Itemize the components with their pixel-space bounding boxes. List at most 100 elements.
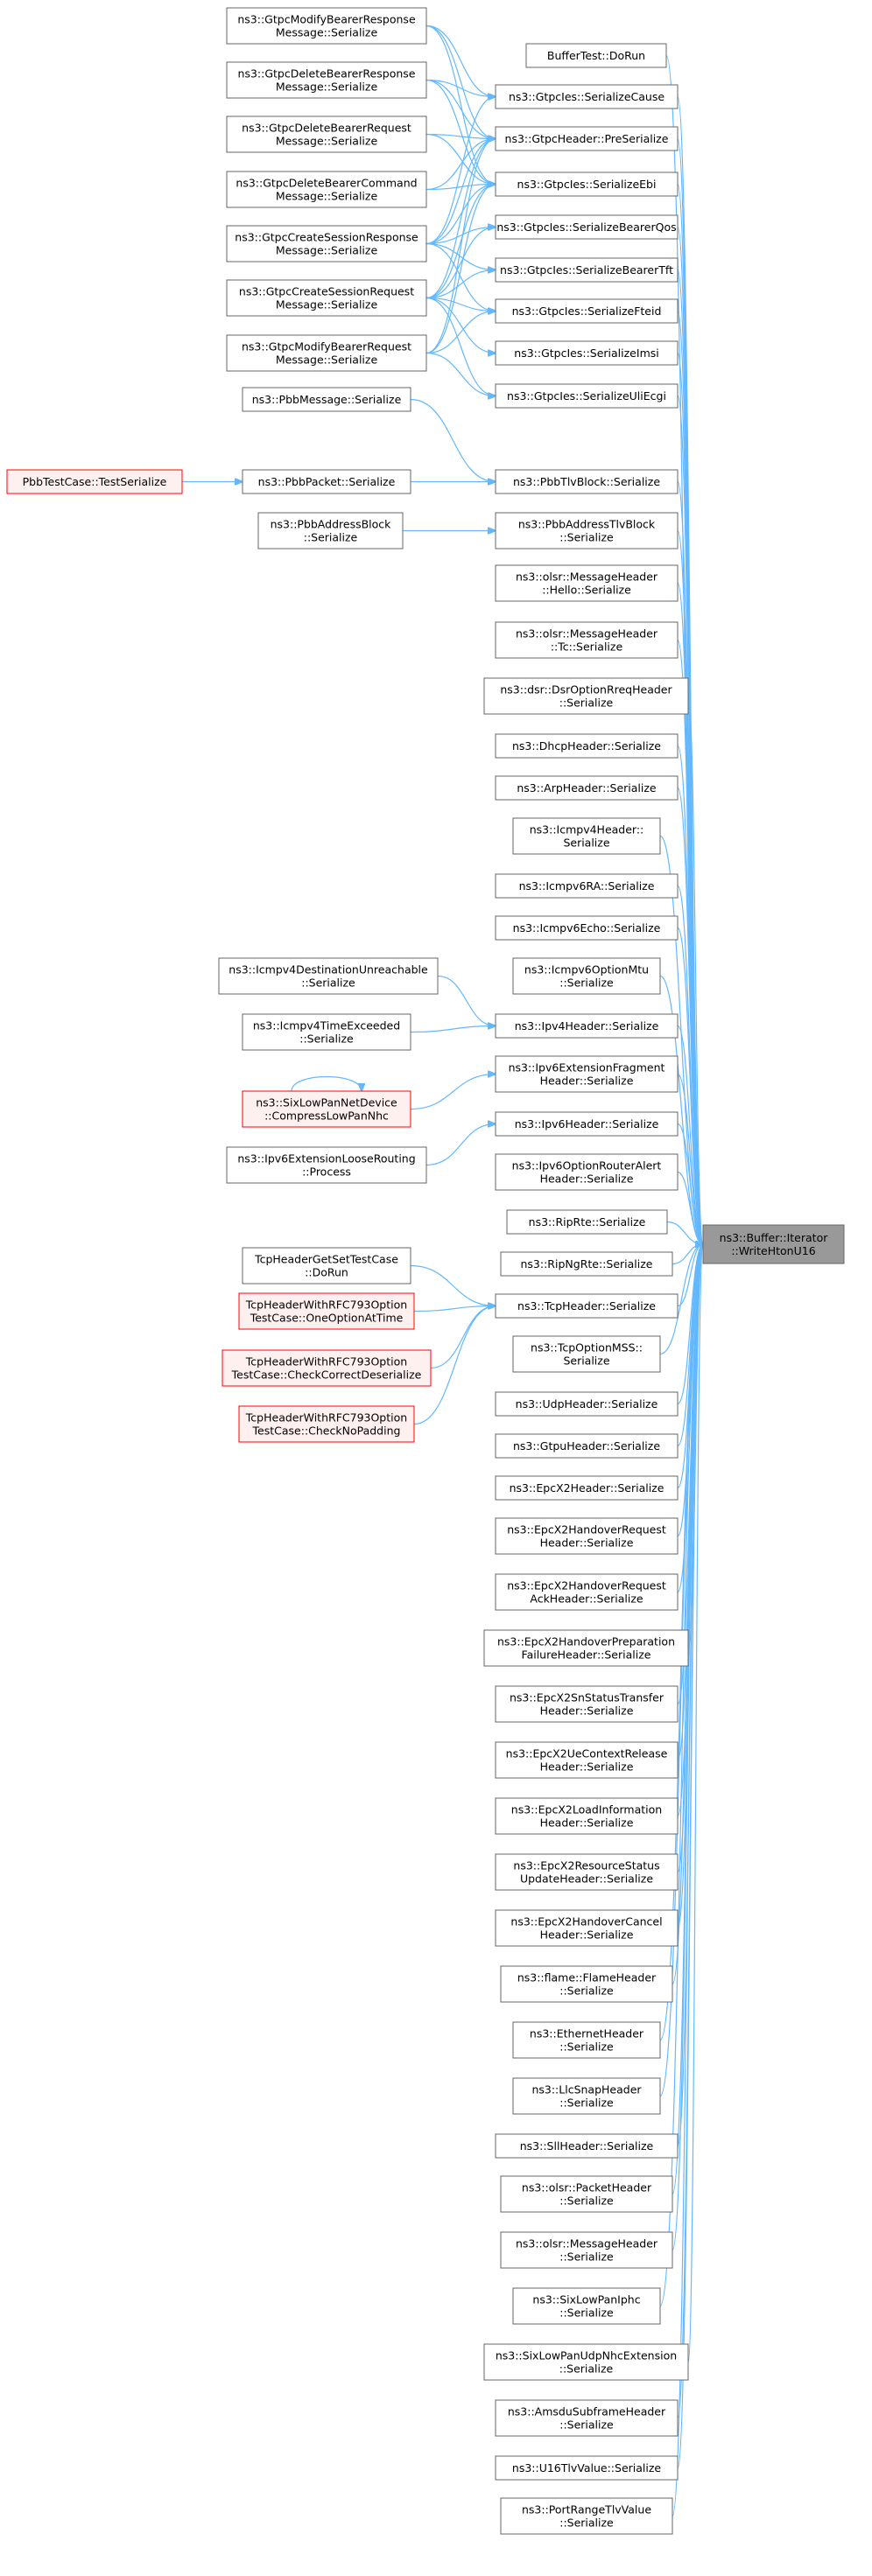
node-s2[interactable]: ns3::Ipv6ExtensionLooseRouting::Process (226, 1146, 427, 1184)
node-i1[interactable]: ns3::Icmpv4DestinationUnreachable::Seria… (218, 957, 439, 995)
node-c42[interactable]: ns3::LlcSnapHeader::Serialize (512, 2077, 661, 2115)
edge-g6-to-c4 (425, 185, 496, 299)
node-c18[interactable]: ns3::Icmpv6RA::Serialize (495, 873, 679, 899)
node-c5[interactable]: ns3::GtpcIes::SerializeBearerQos (495, 214, 679, 240)
node-g6[interactable]: ns3::GtpcCreateSessionRequestMessage::Se… (226, 279, 427, 317)
edge-g5-to-c2 (425, 97, 496, 245)
node-tc4[interactable]: TcpHeaderWithRFC793OptionTestCase::Check… (238, 1405, 415, 1443)
node-g7[interactable]: ns3::GtpcModifyBearerRequestMessage::Ser… (226, 334, 427, 372)
node-pt[interactable]: PbbTestCase::TestSerialize (6, 469, 183, 494)
node-c24[interactable]: ns3::Ipv6OptionRouterAlertHeader::Serial… (495, 1153, 679, 1191)
node-c39[interactable]: ns3::EpcX2HandoverCancelHeader::Serializ… (495, 1909, 679, 1947)
node-label: TestCase::CheckNoPadding (252, 1424, 401, 1438)
node-c3[interactable]: ns3::GtpcHeader::PreSerialize (495, 126, 679, 151)
node-label: ns3::GtpcIes::SerializeImsi (514, 346, 658, 360)
node-g4[interactable]: ns3::GtpcDeleteBearerCommandMessage::Ser… (226, 171, 427, 208)
node-box (495, 1055, 679, 1093)
node-label: ns3::GtpcIes::SerializeFteid (512, 304, 662, 318)
node-c16[interactable]: ns3::ArpHeader::Serialize (495, 775, 679, 801)
node-c6[interactable]: ns3::GtpcIes::SerializeBearerTft (495, 257, 679, 283)
edge-s1-to-s1 (291, 1075, 362, 1092)
nodes-layer: ns3::Buffer::Iterator::WriteHtonU16 Buffe… (6, 7, 845, 2535)
node-t[interactable]: ns3::Buffer::Iterator::WriteHtonU16 (702, 1224, 845, 1264)
node-c12[interactable]: ns3::olsr::MessageHeader::Hello::Seriali… (495, 564, 679, 602)
node-g3[interactable]: ns3::GtpcDeleteBearerRequestMessage::Ser… (226, 116, 427, 153)
node-c10[interactable]: ns3::PbbTlvBlock::Serialize (495, 469, 679, 494)
node-c28[interactable]: ns3::TcpOptionMSS::Serialize (512, 1335, 661, 1373)
node-box (495, 383, 679, 409)
node-c22[interactable]: ns3::Ipv6ExtensionFragmentHeader::Serial… (495, 1055, 679, 1093)
node-box (226, 279, 427, 317)
node-c35[interactable]: ns3::EpcX2SnStatusTransferHeader::Serial… (495, 1685, 679, 1723)
node-c32[interactable]: ns3::EpcX2HandoverRequestHeader::Seriali… (495, 1517, 679, 1555)
node-c26[interactable]: ns3::RipNgRte::Serialize (500, 1251, 673, 1277)
node-c1[interactable]: BufferTest::DoRun (525, 43, 667, 68)
node-c43[interactable]: ns3::SllHeader::Serialize (495, 2133, 679, 2159)
node-c48[interactable]: ns3::AmsduSubframeHeader::Serialize (495, 2399, 679, 2437)
node-label: ns3::Icmpv4DestinationUnreachable (229, 963, 428, 976)
node-label: ns3::EpcX2Header::Serialize (510, 1481, 665, 1494)
node-label: Header::Serialize (540, 1760, 634, 1774)
node-g1[interactable]: ns3::GtpcModifyBearerResponseMessage::Se… (226, 7, 427, 45)
node-tc2[interactable]: TcpHeaderWithRFC793OptionTestCase::OneOp… (238, 1292, 415, 1330)
node-box (512, 957, 661, 995)
node-c27[interactable]: ns3::TcpHeader::Serialize (495, 1293, 679, 1319)
node-c20[interactable]: ns3::Icmpv6OptionMtu::Serialize (512, 957, 661, 995)
node-g5[interactable]: ns3::GtpcCreateSessionResponseMessage::S… (226, 225, 427, 262)
node-box (495, 1573, 679, 1611)
node-p1[interactable]: ns3::PbbMessage::Serialize (242, 387, 411, 412)
node-i2[interactable]: ns3::Icmpv4TimeExceeded::Serialize (242, 1013, 411, 1051)
node-c14[interactable]: ns3::dsr::DsrOptionRreqHeader::Serialize (483, 677, 689, 715)
node-label: ns3::GtpcDeleteBearerResponse (238, 67, 416, 80)
node-c33[interactable]: ns3::EpcX2HandoverRequestAckHeader::Seri… (495, 1573, 679, 1611)
node-box (512, 1335, 661, 1373)
node-c30[interactable]: ns3::GtpuHeader::Serialize (495, 1433, 679, 1459)
node-s1[interactable]: ns3::SixLowPanNetDevice::CompressLowPanN… (242, 1090, 411, 1128)
node-c2[interactable]: ns3::GtpcIes::SerializeCause (495, 84, 679, 109)
node-c38[interactable]: ns3::EpcX2ResourceStatusUpdateHeader::Se… (495, 1853, 679, 1891)
node-c45[interactable]: ns3::olsr::MessageHeader::Serialize (500, 2231, 673, 2269)
node-box (495, 564, 679, 602)
node-c46[interactable]: ns3::SixLowPanIphc::Serialize (512, 2287, 661, 2325)
edge-g7-to-c9 (425, 352, 496, 396)
node-label: ns3::GtpcModifyBearerRequest (242, 340, 411, 354)
node-c15[interactable]: ns3::DhcpHeader::Serialize (495, 733, 679, 759)
node-c47[interactable]: ns3::SixLowPanUdpNhcExtension::Serialize (483, 2343, 689, 2381)
node-label: ::Serialize (559, 2096, 614, 2110)
node-c36[interactable]: ns3::EpcX2UeContextReleaseHeader::Serial… (495, 1741, 679, 1779)
node-box (495, 2399, 679, 2437)
edge-g5-to-c7 (425, 242, 496, 312)
node-c34[interactable]: ns3::EpcX2HandoverPreparationFailureHead… (483, 1629, 689, 1667)
node-c23[interactable]: ns3::Ipv6Header::Serialize (495, 1111, 679, 1137)
node-c41[interactable]: ns3::EthernetHeader::Serialize (512, 2021, 661, 2059)
node-c11[interactable]: ns3::PbbAddressTlvBlock::Serialize (495, 512, 679, 550)
node-c50[interactable]: ns3::PortRangeTlvValue::Serialize (500, 2497, 673, 2535)
node-p3[interactable]: ns3::PbbAddressBlock::Serialize (257, 512, 404, 550)
node-p2[interactable]: ns3::PbbPacket::Serialize (242, 469, 411, 494)
node-label: Message::Serialize (276, 80, 378, 94)
node-c4[interactable]: ns3::GtpcIes::SerializeEbi (495, 172, 679, 197)
node-c9[interactable]: ns3::GtpcIes::SerializeUliEcgi (495, 383, 679, 409)
node-c19[interactable]: ns3::Icmpv6Echo::Serialize (495, 915, 679, 941)
node-label: ns3::EpcX2SnStatusTransfer (510, 1691, 665, 1704)
node-c25[interactable]: ns3::RipRte::Serialize (506, 1209, 668, 1235)
node-c49[interactable]: ns3::U16TlvValue::Serialize (495, 2455, 679, 2481)
node-c31[interactable]: ns3::EpcX2Header::Serialize (495, 1475, 679, 1501)
node-tc1[interactable]: TcpHeaderGetSetTestCase::DoRun (242, 1247, 411, 1284)
node-box (495, 1013, 679, 1039)
node-c21[interactable]: ns3::Ipv4Header::Serialize (495, 1013, 679, 1039)
node-c17[interactable]: ns3::Icmpv4Header::Serialize (512, 817, 661, 855)
node-c8[interactable]: ns3::GtpcIes::SerializeImsi (495, 340, 679, 366)
node-box (495, 621, 679, 659)
node-label: ns3::Icmpv4Header:: (530, 823, 644, 836)
node-c44[interactable]: ns3::olsr::PacketHeader::Serialize (500, 2175, 673, 2213)
node-label: ns3::olsr::MessageHeader (516, 2237, 658, 2250)
node-c29[interactable]: ns3::UdpHeader::Serialize (495, 1391, 679, 1417)
node-c40[interactable]: ns3::flame::FlameHeader::Serialize (500, 1965, 673, 2003)
node-c37[interactable]: ns3::EpcX2LoadInformationHeader::Seriali… (495, 1797, 679, 1835)
node-c13[interactable]: ns3::olsr::MessageHeader::Tc::Serialize (495, 621, 679, 659)
node-tc3[interactable]: TcpHeaderWithRFC793OptionTestCase::Check… (222, 1349, 432, 1387)
edge-g3-to-c4 (425, 133, 496, 185)
node-g2[interactable]: ns3::GtpcDeleteBearerResponseMessage::Se… (226, 61, 427, 99)
node-c7[interactable]: ns3::GtpcIes::SerializeFteid (495, 298, 679, 324)
